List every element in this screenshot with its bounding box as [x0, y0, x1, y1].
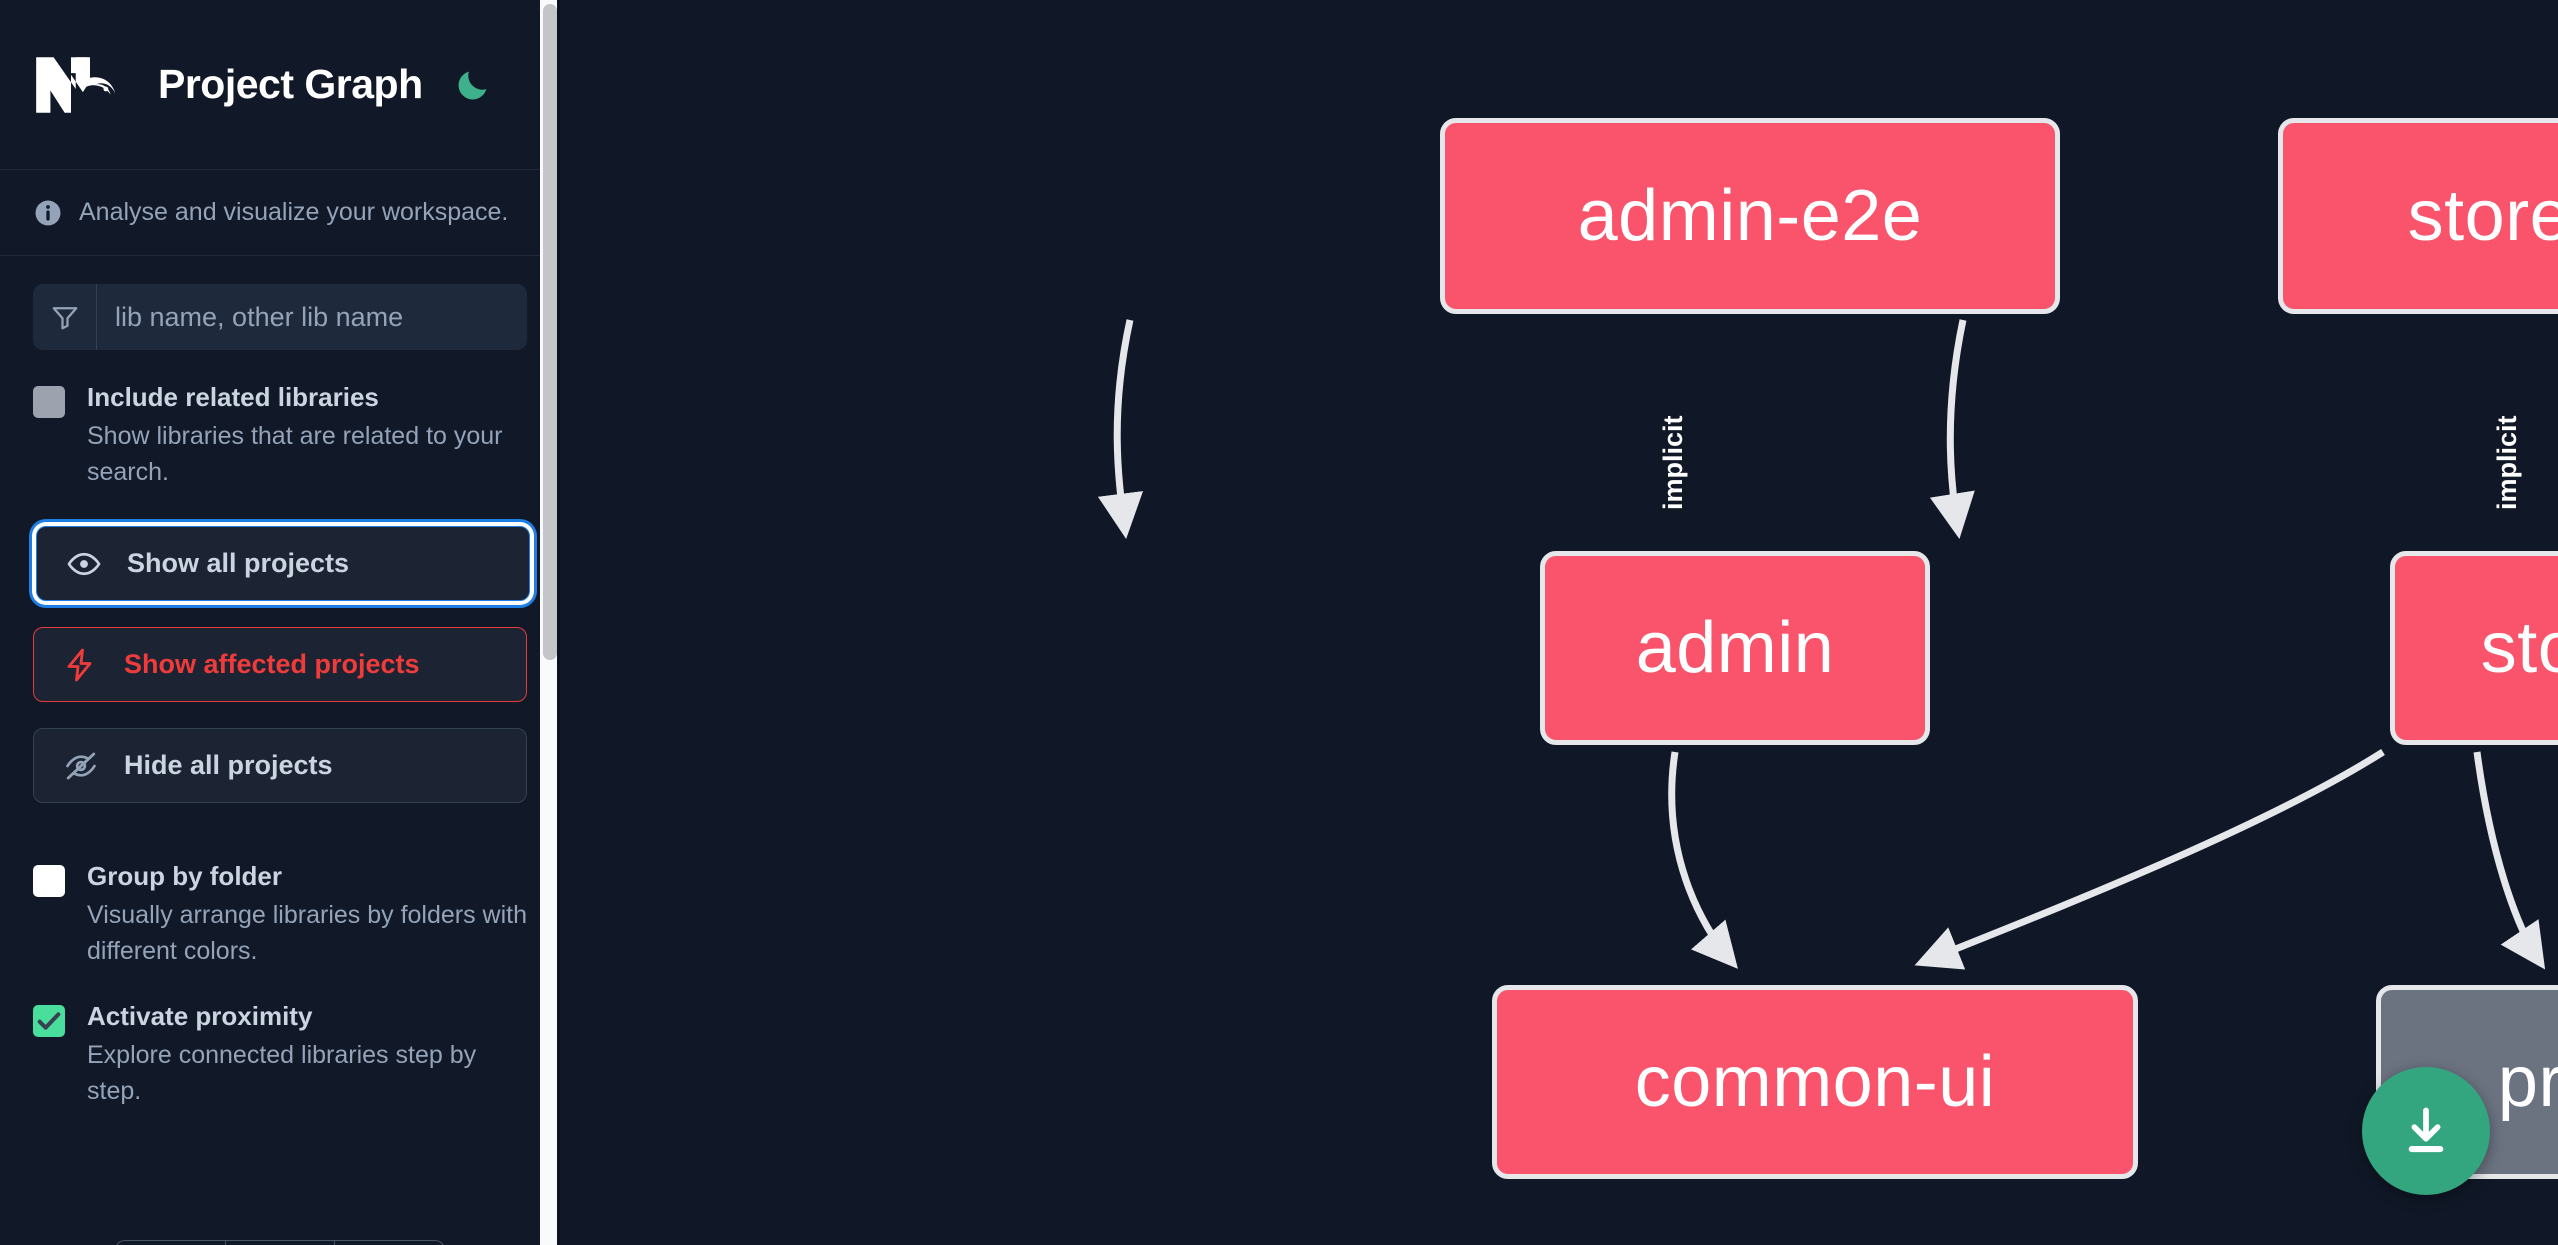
search-input[interactable]	[97, 284, 527, 350]
proximity-step-option[interactable]	[226, 1241, 336, 1245]
edge-store-e2e-store	[1929, 319, 1975, 539]
show-affected-projects-label: Show affected projects	[124, 649, 420, 680]
checkmark-icon	[37, 1012, 61, 1030]
sidebar-divider	[557, 0, 560, 1245]
graph-node-admin-e2e[interactable]: admin-e2e	[1440, 118, 2060, 314]
edge-label-implicit-admin: implicit	[1658, 415, 1688, 510]
sidebar-scrollbar-track[interactable]	[540, 0, 560, 1245]
proximity-step-group[interactable]	[115, 1240, 445, 1245]
checkbox-include-related-libraries[interactable]: Include related libraries Show libraries…	[0, 350, 560, 490]
graph-node-common-ui[interactable]: common-ui	[1492, 985, 2138, 1179]
include-related-libraries-label: Include related libraries	[87, 382, 379, 412]
node-label: products	[2497, 1042, 2558, 1122]
info-circle-icon	[33, 198, 63, 228]
edge-store-common-ui	[1914, 749, 2385, 970]
download-icon	[2408, 1107, 2444, 1153]
moon-icon[interactable]	[451, 63, 495, 107]
node-label: store	[2480, 608, 2558, 688]
nx-logo-icon	[33, 54, 128, 116]
activate-proximity-checkbox[interactable]	[33, 1005, 65, 1038]
lightning-bolt-icon	[62, 646, 100, 684]
activate-proximity-description: Explore connected libraries step by step…	[87, 1041, 477, 1105]
filter-section	[0, 256, 560, 350]
edge-store-products	[2473, 751, 2546, 970]
filter-funnel-icon[interactable]	[33, 284, 97, 350]
workspace-tagline: Analyse and visualize your workspace.	[0, 170, 560, 256]
edge-admin-common-ui	[1668, 751, 1738, 969]
proximity-step-option[interactable]	[335, 1241, 444, 1245]
show-all-projects-button[interactable]: Show all projects	[36, 526, 530, 602]
graph-node-store[interactable]: store	[2390, 551, 2558, 745]
group-by-folder-description: Visually arrange libraries by folders wi…	[87, 901, 528, 965]
checkbox-group-by-folder[interactable]: Group by folder Visually arrange librari…	[0, 829, 560, 969]
group-by-folder-label: Group by folder	[87, 861, 282, 892]
checkbox-text-group: Activate proximity Explore connected lib…	[87, 999, 527, 1109]
search-box	[33, 284, 527, 350]
download-graph-button[interactable]	[2362, 1067, 2490, 1195]
project-visibility-buttons: Show all projects Show affected projects	[0, 490, 560, 804]
node-label: admin-e2e	[1577, 176, 1923, 256]
checkbox-text-group: Group by folder Visually arrange librari…	[87, 859, 527, 969]
hide-all-projects-button[interactable]: Hide all projects	[33, 728, 527, 804]
show-affected-projects-button[interactable]: Show affected projects	[33, 627, 527, 703]
proximity-step-option[interactable]	[116, 1241, 226, 1245]
graph-canvas[interactable]: admin-e2e store-e2e admin store common-u…	[560, 0, 2558, 1245]
show-all-projects-label: Show all projects	[127, 548, 350, 579]
page-title: Project Graph	[158, 61, 423, 107]
include-related-libraries-description: Show libraries that are related to your …	[87, 422, 503, 486]
graph-node-store-e2e[interactable]: store-e2e	[2278, 118, 2558, 314]
sidebar: Project Graph Analyse and visualize yo	[0, 0, 560, 1245]
checkbox-text-group: Include related libraries Show libraries…	[87, 380, 527, 490]
sidebar-content: Project Graph Analyse and visualize yo	[0, 0, 560, 1245]
tagline-text: Analyse and visualize your workspace.	[79, 198, 509, 226]
sidebar-scrollbar-thumb[interactable]	[543, 4, 557, 660]
checkbox-activate-proximity[interactable]: Activate proximity Explore connected lib…	[0, 969, 560, 1109]
node-label: common-ui	[1634, 1042, 1996, 1122]
sidebar-header: Project Graph	[0, 0, 560, 170]
hide-all-projects-label: Hide all projects	[124, 750, 333, 781]
group-by-folder-checkbox[interactable]	[33, 865, 65, 898]
graph-edges	[1097, 319, 2546, 970]
eye-icon	[65, 545, 103, 583]
edge-label-implicit-store: implicit	[2492, 415, 2522, 510]
activate-proximity-label: Activate proximity	[87, 1001, 313, 1032]
graph-node-admin[interactable]: admin	[1540, 551, 1930, 745]
edge-admin-e2e-admin	[1097, 319, 1144, 540]
node-label: admin	[1635, 608, 1835, 688]
eye-off-icon	[62, 747, 100, 785]
include-related-libraries-checkbox[interactable]	[33, 386, 65, 418]
node-label: store-e2e	[2407, 176, 2558, 256]
